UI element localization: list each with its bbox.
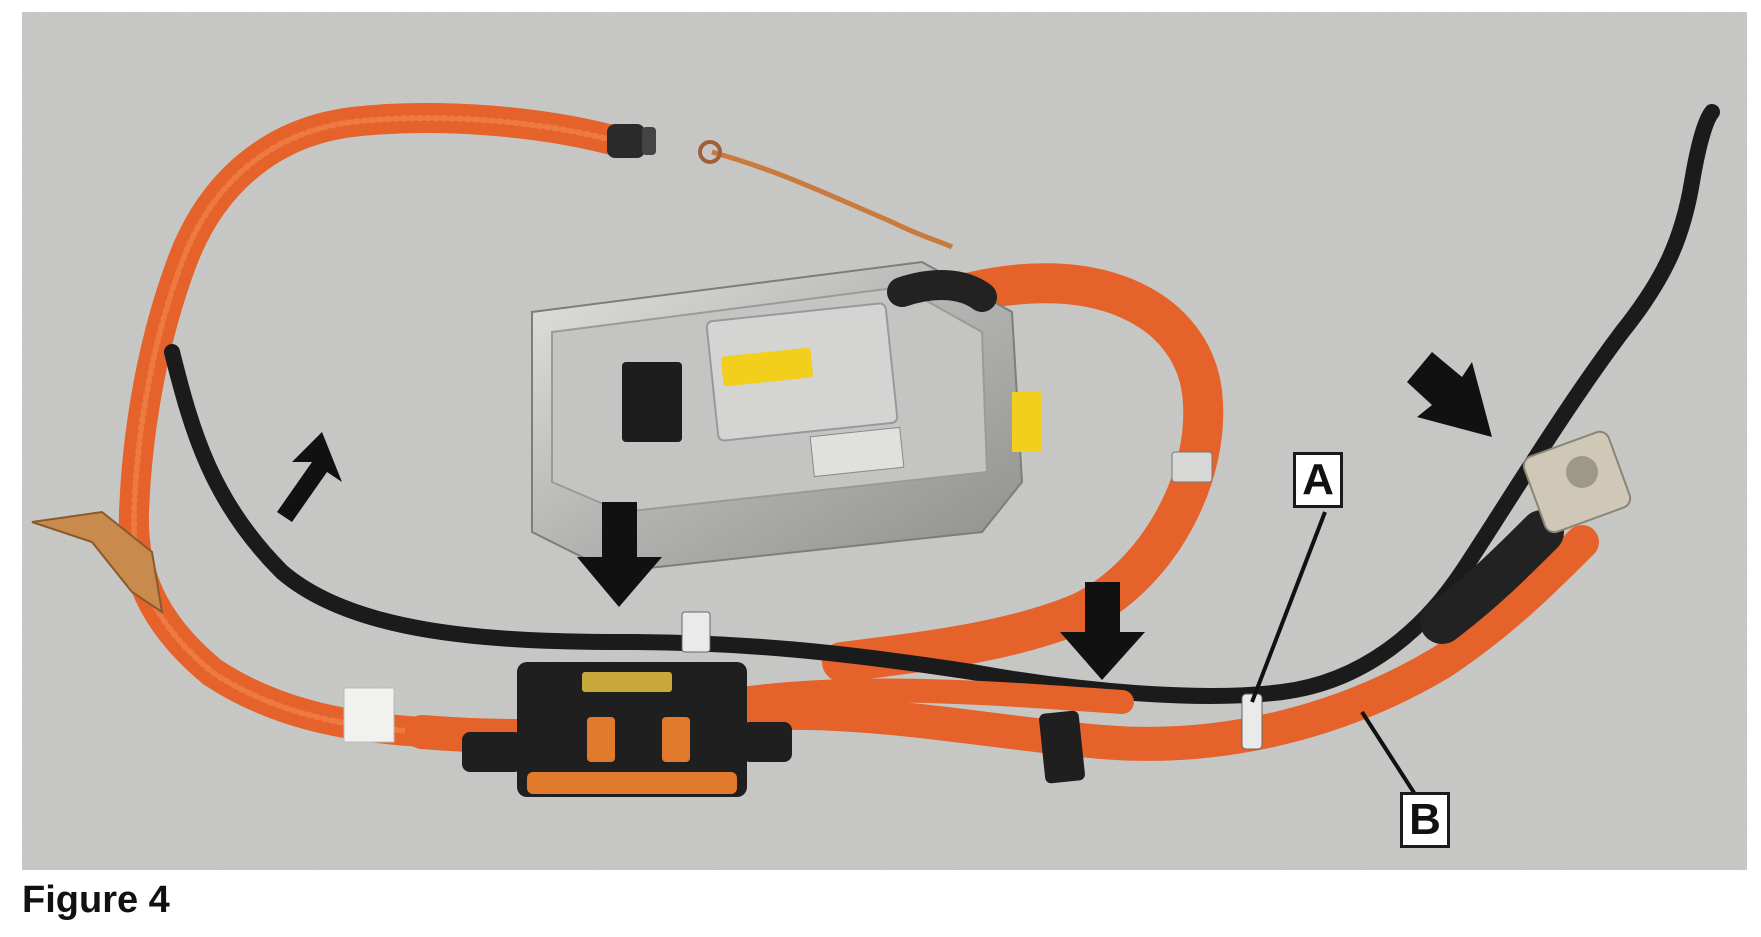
round-connector [607, 124, 645, 158]
harness-photo [22, 12, 1747, 870]
cable-label [343, 687, 395, 743]
arrow-terminal [1407, 352, 1492, 437]
callout-label-b: B [1400, 792, 1450, 848]
leader-a [1250, 511, 1327, 703]
mounting-bracket [31, 510, 164, 615]
photo-frame [22, 12, 1747, 870]
leader-b [1360, 710, 1422, 804]
orange-cable-module-loop [822, 263, 1224, 682]
charger-module [531, 260, 1042, 574]
black-cable [164, 104, 1720, 704]
warning-label [720, 347, 814, 387]
arrow-junction-box [577, 502, 662, 607]
signal-connector [622, 362, 682, 442]
junction-box [462, 662, 792, 797]
figure-caption: Figure 4 [22, 879, 170, 921]
arrow-left-cable [277, 432, 342, 522]
arrow-black-cable [1060, 582, 1145, 680]
copper-ground-strap [711, 149, 954, 250]
callout-label-a: A [1293, 452, 1343, 508]
terminal-block [1522, 430, 1632, 534]
